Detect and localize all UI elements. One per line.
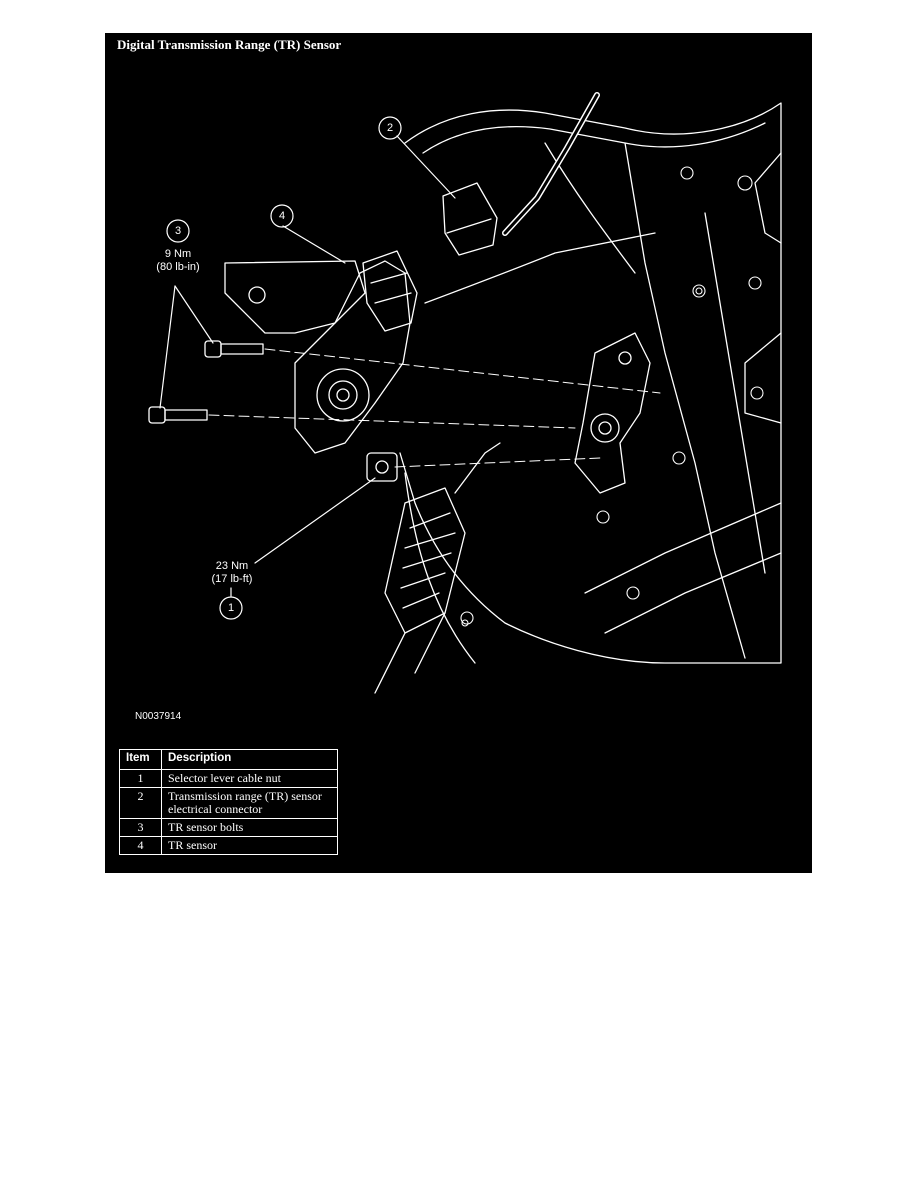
callout-marks bbox=[159, 116, 456, 620]
case-flange bbox=[754, 152, 782, 244]
legend-header-row: Item Description bbox=[119, 749, 338, 770]
selector-shaft bbox=[590, 413, 620, 443]
torque-value: 23 Nm bbox=[215, 560, 249, 572]
figure-id: N0037914 bbox=[135, 711, 182, 722]
tr-sensor-bolt-lower bbox=[148, 406, 208, 424]
diagram-title: Digital Transmission Range (TR) Sensor bbox=[117, 37, 342, 52]
cable-nut bbox=[366, 452, 398, 482]
electrical-connector bbox=[442, 182, 498, 256]
tr-sensor-mount bbox=[224, 260, 366, 334]
torque-value-alt: (17 lb-ft) bbox=[211, 573, 253, 585]
table-row: 2 Transmission range (TR) sensor electri… bbox=[119, 787, 338, 819]
pan-edge bbox=[584, 502, 782, 594]
legend-item-number: 2 bbox=[119, 787, 162, 819]
torque-label: 9 Nm (80 lb-in) bbox=[143, 248, 213, 274]
tr-sensor-body bbox=[294, 260, 411, 454]
legend-table: Item Description 1 Selector lever cable … bbox=[119, 749, 338, 855]
torque-label: 23 Nm (17 lb-ft) bbox=[197, 560, 267, 586]
legend-item-number: 1 bbox=[119, 769, 162, 788]
table-row: 3 TR sensor bolts bbox=[119, 818, 338, 837]
case-rib bbox=[544, 142, 636, 274]
callout-number: 3 bbox=[174, 225, 182, 237]
alignment-lines bbox=[208, 348, 661, 468]
selector-lever bbox=[574, 332, 651, 494]
case-lower-edge bbox=[404, 472, 476, 664]
callout-number: 2 bbox=[386, 122, 394, 134]
case-flange bbox=[744, 332, 782, 424]
tr-sensor-bolt-upper bbox=[204, 340, 264, 358]
legend-item-number: 3 bbox=[119, 818, 162, 837]
case-inner-edge bbox=[422, 122, 766, 154]
case-rib bbox=[624, 142, 746, 659]
cable-rod bbox=[374, 612, 446, 694]
legend-item-number: 4 bbox=[119, 836, 162, 855]
legend-item-description: Selector lever cable nut bbox=[161, 769, 338, 788]
case-bolts bbox=[460, 166, 764, 627]
diagram-panel: Digital Transmission Range (TR) Sensor bbox=[105, 33, 812, 873]
connector-cable bbox=[424, 232, 656, 304]
case-outline bbox=[399, 102, 782, 664]
pan-edge bbox=[604, 552, 782, 634]
legend-item-description: TR sensor bbox=[161, 836, 338, 855]
callout-number: 1 bbox=[227, 602, 235, 614]
transmission-illustration bbox=[148, 92, 782, 694]
legend-header-item: Item bbox=[119, 749, 162, 770]
callout-number: 4 bbox=[278, 210, 286, 222]
torque-value-alt: (80 lb-in) bbox=[156, 261, 200, 273]
table-row: 1 Selector lever cable nut bbox=[119, 769, 338, 788]
case-rib bbox=[704, 212, 766, 574]
tr-sensor-hub bbox=[316, 368, 370, 422]
legend-header-description: Description bbox=[161, 749, 338, 770]
torque-value: 9 Nm bbox=[164, 248, 192, 260]
tr-sensor-connector bbox=[362, 250, 418, 332]
table-row: 4 TR sensor bbox=[119, 836, 338, 855]
legend-item-description: TR sensor bolts bbox=[161, 818, 338, 837]
legend-item-description: Transmission range (TR) sensor electrica… bbox=[161, 787, 338, 819]
wiring-harness bbox=[502, 92, 600, 236]
